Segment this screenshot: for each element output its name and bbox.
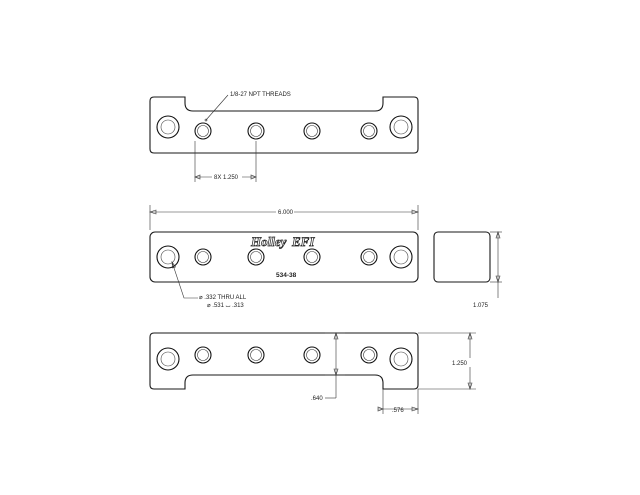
bottom-end-hole-right	[389, 347, 413, 371]
length-dim-text: 6.000	[278, 210, 294, 216]
bottom-port-3	[303, 346, 321, 364]
bottom-port-2	[247, 346, 265, 364]
top-view: 1/8-27 NPT THREADS 8X 1.250	[149, 92, 419, 182]
top-port-1	[194, 122, 212, 140]
top-port-4	[360, 122, 378, 140]
front-port-1	[194, 248, 212, 266]
hole-callout-thru: ⌀ .332 THRU ALL	[199, 295, 247, 301]
front-end-hole-left	[156, 245, 180, 269]
top-end-hole-right	[389, 115, 413, 139]
front-port-4	[360, 248, 378, 266]
front-port-3	[303, 248, 321, 266]
bottom-port-4	[360, 346, 378, 364]
front-end-hole-right	[389, 245, 413, 269]
bottom-port-1	[194, 346, 212, 364]
edge-dim-text: .576	[392, 408, 404, 414]
holley-logo-efi: EFI	[291, 234, 315, 249]
front-view: 6.000 Holley EFI 534-38 ⌀ .332 THRU ALL …	[149, 205, 419, 309]
thread-leader	[205, 94, 229, 121]
holley-logo: Holley	[250, 234, 287, 249]
bottom-view: .640 1.250 .576	[149, 332, 476, 414]
hole-callout-cbore: ⌀ .531 ⌴ .313	[207, 303, 244, 309]
side-view: 1.075	[433, 231, 502, 309]
bottom-view-outline	[149, 332, 419, 390]
top-port-3	[303, 122, 321, 140]
bottom-end-hole-left	[156, 347, 180, 371]
top-end-hole-left	[156, 115, 180, 139]
top-port-2	[247, 122, 265, 140]
width-dim-text: 1.250	[452, 361, 468, 367]
height-dim-text: 1.075	[473, 303, 489, 309]
thread-callout: 1/8-27 NPT THREADS	[230, 92, 291, 98]
depth-dim-text: .640	[311, 396, 323, 402]
front-port-2	[247, 248, 265, 266]
top-view-outline	[149, 96, 419, 154]
part-number: 534-38	[276, 272, 297, 279]
spacing-dim-text: 8X 1.250	[214, 175, 239, 181]
front-view-outline	[149, 231, 419, 283]
hole-callout-leader	[171, 261, 198, 299]
side-view-outline	[433, 231, 491, 283]
